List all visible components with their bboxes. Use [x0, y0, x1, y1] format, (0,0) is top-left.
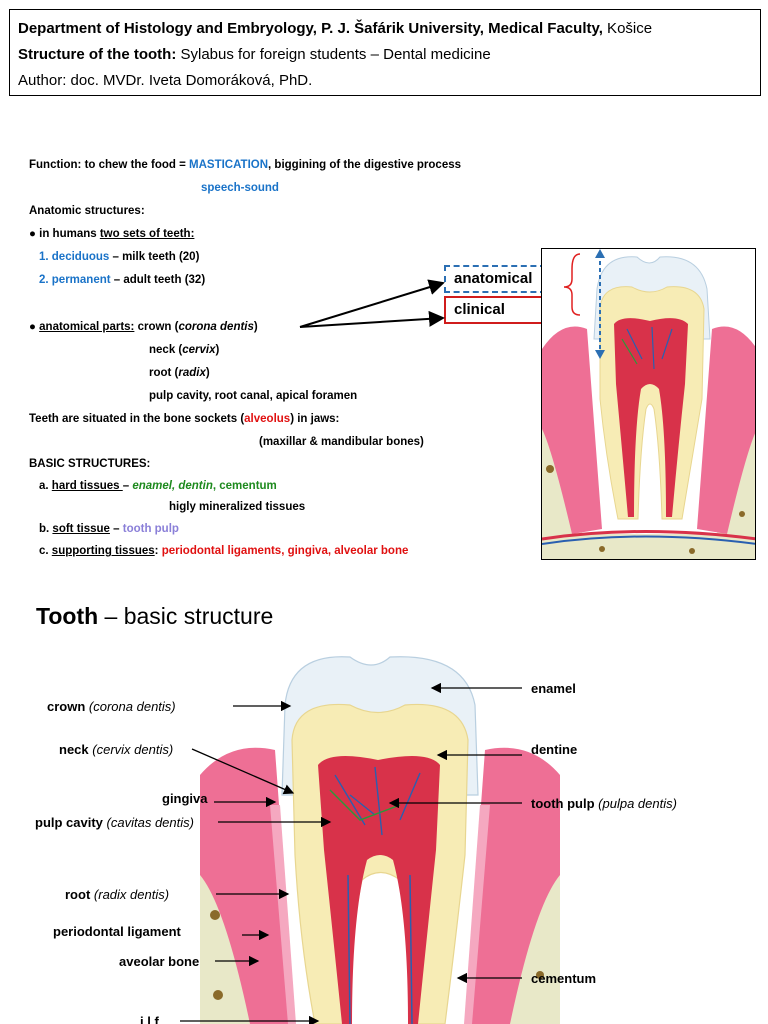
header-line-2: Structure of the tooth: Sylabus for fore… [18, 46, 491, 63]
anatomic-heading: Anatomic structures: [29, 205, 145, 217]
anatomical-crown-label: anatomical [444, 265, 546, 293]
permanent-line: 2. permanent – adult teeth (32) [39, 274, 206, 286]
arrow-to-clinical [299, 310, 445, 328]
header-line-3: Author: doc. MVDr. Iveta Domoráková, PhD… [18, 72, 313, 89]
header-line-1: Department of Histology and Embryology, … [18, 20, 653, 37]
anatomical-parts-line: ● anatomical parts: crown (corona dentis… [29, 321, 258, 333]
label-root: root (radix dentis) [65, 887, 170, 902]
gingiva-left [542, 326, 602, 534]
clinical-crown-bracket [563, 253, 581, 316]
jaws-line: (maxillar & mandibular bones) [259, 436, 424, 448]
label-partial-bottom: i l f [140, 1014, 159, 1024]
neck-line: neck (cervix) [149, 344, 220, 356]
two-sets-line: ● in humans two sets of teeth: [29, 228, 195, 240]
dentine-large [291, 703, 469, 1024]
tooth-illustration-large-svg [200, 656, 560, 1024]
tooth-illustration-small [541, 248, 756, 560]
tooth-illustration-small-svg [542, 249, 755, 559]
clinical-crown-label: clinical [444, 296, 546, 324]
situated-line: Teeth are situated in the bone sockets (… [29, 413, 340, 425]
header-box: Department of Histology and Embryology, … [9, 9, 761, 96]
label-gingiva: gingiva [162, 791, 208, 806]
label-enamel: enamel [531, 681, 576, 696]
supporting-tissues-line: c. supporting tissues: periodontal ligam… [39, 545, 409, 557]
label-crown: crown (corona dentis) [47, 699, 176, 714]
deciduous-line: 1. deciduous – milk teeth (20) [39, 251, 200, 263]
function-line: Function: to chew the food = MASTICATION… [29, 159, 462, 171]
pulp-line: pulp cavity, root canal, apical foramen [149, 390, 358, 402]
soft-tissue-line: b. soft tissue – tooth pulp [39, 523, 179, 535]
label-dentine: dentine [531, 742, 578, 757]
pulp [614, 318, 688, 517]
label-tooth-pulp: tooth pulp (pulpa dentis) [531, 796, 677, 811]
hard-tissues-line: a. hard tissues – enamel, dentin, cement… [39, 480, 277, 492]
root-line: root (radix) [149, 367, 210, 379]
label-cementum: cementum [531, 971, 597, 986]
mineralized-line: higly mineralized tissues [169, 501, 306, 513]
gingiva-right [697, 326, 755, 534]
label-aveolar-bone: aveolar bone [119, 954, 200, 969]
arrow-to-anatomical [299, 279, 445, 328]
basic-heading: BASIC STRUCTURES: [29, 458, 151, 470]
function-speech: speech-sound [201, 182, 279, 194]
label-periodontal-ligament: periodontal ligament [53, 924, 181, 939]
label-neck: neck (cervix dentis) [59, 742, 174, 757]
tooth-illustration-large [200, 645, 560, 1024]
label-pulp-cavity: pulp cavity (cavitas dentis) [35, 815, 194, 830]
section-title: Tooth – basic structure [36, 603, 274, 629]
